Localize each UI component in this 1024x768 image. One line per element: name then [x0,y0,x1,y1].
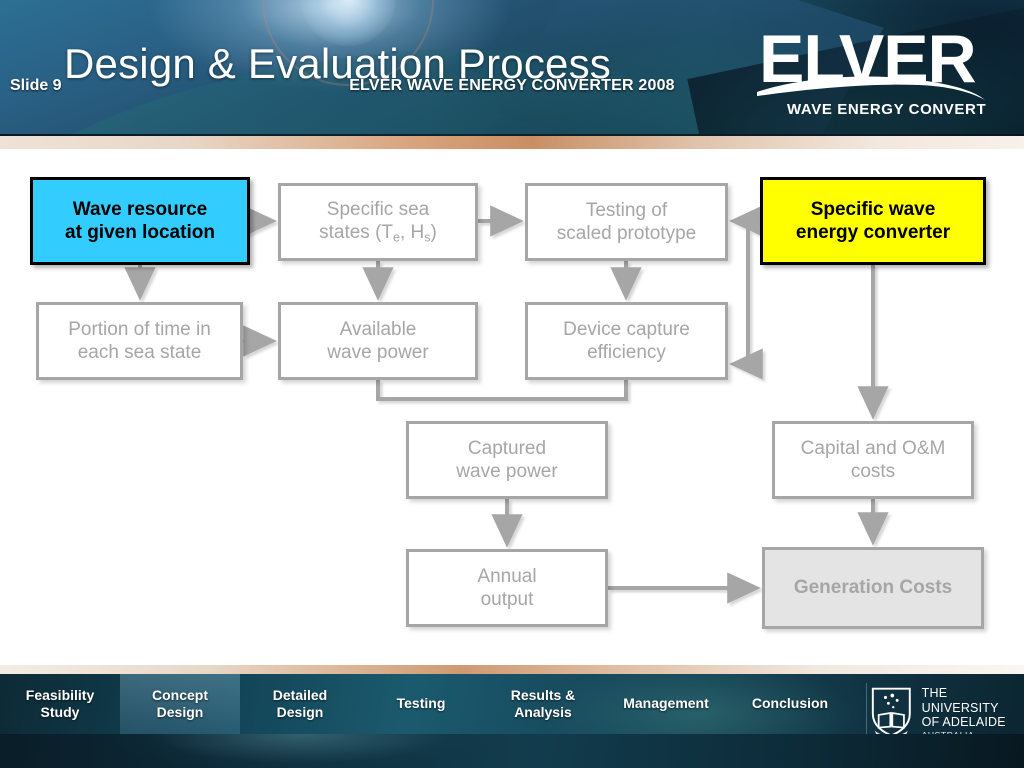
node-available-wave-power[interactable]: Available wave power [278,302,478,380]
node-testing-prototype[interactable]: Testing of scaled prototype [525,183,728,261]
header-accent-band [0,136,1024,149]
node-portion-of-time-label: Portion of time in each sea state [68,318,211,363]
slide-number: Slide 9 [10,77,62,94]
node-device-capture-efficiency[interactable]: Device capture efficiency [525,302,728,380]
footer-title-strip [0,734,1024,768]
node-annual-output[interactable]: Annual output [406,549,608,627]
nav-item-management[interactable]: Management [604,674,728,734]
node-annual-output-label: Annual output [477,565,537,610]
university-line-2: OF ADELAIDE [921,715,1006,730]
node-specific-sea-states-label: Specific sea states (Te, Hs) [319,199,437,245]
node-portion-of-time[interactable]: Portion of time in each sea state [36,302,243,380]
node-captured-wave-power[interactable]: Captured wave power [406,421,608,499]
nav-item-testing[interactable]: Testing [360,674,482,734]
edge-merge-available-efficiency [376,380,628,401]
nav-item-conclusion-label: Conclusion [751,695,829,712]
node-wave-resource-label: Wave resource at given location [65,198,215,243]
nav-item-testing-label: Testing [396,695,446,712]
node-captured-wave-power-label: Captured wave power [456,437,558,482]
nav-item-results-analysis[interactable]: Results &Analysis [482,674,604,734]
edge-wec-to-efficiency [729,221,763,380]
node-available-wave-power-label: Available wave power [327,318,429,363]
node-generation-costs[interactable]: Generation Costs [762,547,984,629]
elver-logo-svg: ELVER WAVE ENERGY CONVERTER [757,21,1008,118]
page-title: Design & Evaluation Process [64,40,612,87]
flowchart-connectors [124,205,889,604]
footer-accent-band [0,665,1024,674]
node-device-capture-efficiency-label: Device capture efficiency [563,318,690,363]
nav-item-management-label: Management [623,695,709,712]
header-dark-edge [0,134,1024,137]
slide-header: Design & Evaluation Process ELVER WAVE E… [0,0,1024,136]
flowchart-canvas: Wave resource at given location Specific… [0,149,1024,665]
footer-center-title: ELVER WAVE ENERGY CONVERTER 2008 [349,77,675,94]
node-capital-om-costs[interactable]: Capital and O&M costs [772,421,974,499]
node-specific-sea-states[interactable]: Specific sea states (Te, Hs) [278,183,478,261]
node-wave-resource[interactable]: Wave resource at given location [30,177,250,265]
node-generation-costs-label: Generation Costs [793,577,953,599]
elver-tagline: WAVE ENERGY CONVERTER [787,101,987,118]
elver-wave-swoosh-icon [757,76,985,100]
university-name: THE UNIVERSITY OF ADELAIDE AUSTRALIA [922,686,1024,740]
node-testing-prototype-label: Testing of scaled prototype [556,199,697,244]
node-specific-wec-label: Specific wave energy converter [795,198,951,243]
nav-item-conclusion[interactable]: Conclusion [728,674,852,734]
node-specific-wave-energy-converter[interactable]: Specific wave energy converter [760,177,986,265]
university-line-1: THE UNIVERSITY [921,685,999,715]
nav-item-results-analysis-label: Results &Analysis [510,686,576,721]
node-capital-om-costs-label: Capital and O&M costs [800,437,946,482]
elver-logo: ELVER WAVE ENERGY CONVERTER [757,20,1008,120]
